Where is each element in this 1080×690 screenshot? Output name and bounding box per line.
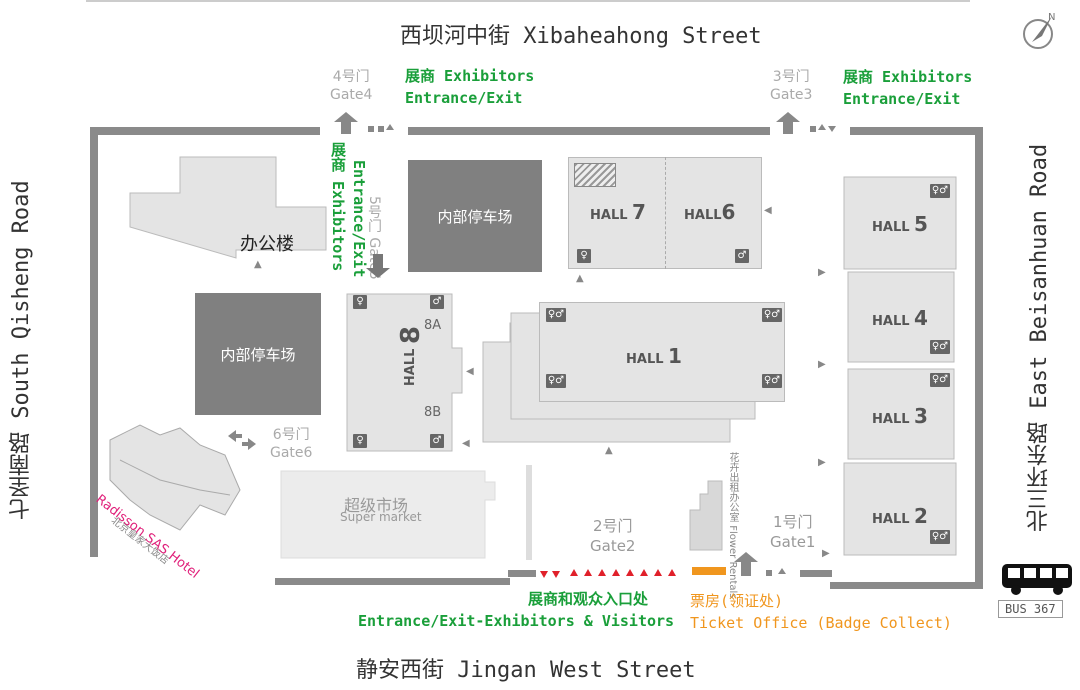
main-entrance-cn-label: 展商和观众入口处 <box>528 590 649 608</box>
hall-8b-label: 8B <box>424 405 442 420</box>
west-street-label: 七圣南路 South Qisheng Road <box>9 180 34 520</box>
restroom-icon: ♀ <box>353 434 367 448</box>
gate6-arrow-icon <box>228 428 256 456</box>
gate2-wall <box>526 465 532 560</box>
flower-rentals-building[interactable] <box>688 480 724 552</box>
main-entrance-en-label: Entrance/Exit-Exhibitors & Visitors <box>358 612 675 630</box>
parking-lot-west[interactable]: 内部停车场 <box>195 293 321 415</box>
hall-2-label[interactable]: HALL 2 <box>872 504 928 528</box>
hall-8-building[interactable] <box>346 293 466 453</box>
perimeter-wall <box>508 570 536 577</box>
arrow-icon: ◀ <box>466 366 474 377</box>
hall-8-label[interactable]: HALL 8 <box>396 326 426 387</box>
hotel-building[interactable] <box>100 420 250 540</box>
restroom-icon: ♀ <box>353 295 367 309</box>
north-street-label: 西坝河中街 Xibaheahong Street <box>400 24 762 49</box>
hall-3-label[interactable]: HALL 3 <box>872 404 928 428</box>
hall-5-label[interactable]: HALL 5 <box>872 212 928 236</box>
perimeter-wall <box>800 570 832 577</box>
arrow-icon: ▲ <box>605 445 613 456</box>
arrow-icon: ▶ <box>818 457 826 468</box>
bus-route-label: BUS 367 <box>998 600 1063 618</box>
ticket-office-en-label: Ticket Office (Badge Collect) <box>690 614 952 632</box>
restroom-icon: ♀♂ <box>546 374 566 388</box>
arrow-icon: ◀ <box>764 205 772 216</box>
perimeter-wall <box>850 127 983 135</box>
arrow-icon: ▶ <box>818 359 826 370</box>
gate1-arrow-icon <box>734 552 794 582</box>
hall-7-label[interactable]: HALL 7 <box>590 200 646 224</box>
gate5-arrow-icon <box>366 254 390 284</box>
arrow-icon: ▶ <box>818 267 826 278</box>
restroom-icon: ♂ <box>735 249 749 263</box>
supermarket-en-label: Super market <box>340 510 422 524</box>
restroom-icon: ♀♂ <box>930 340 950 354</box>
hall-1-building[interactable] <box>539 302 785 402</box>
perimeter-wall <box>975 127 983 589</box>
restroom-icon: ♀ <box>577 249 591 263</box>
hall-1-label[interactable]: HALL 1 <box>626 344 682 368</box>
restroom-icon: ♀♂ <box>762 308 782 322</box>
east-street-label: 北三环东路 East Beisanhuan Road <box>1027 143 1052 532</box>
office-arrow-icon: ▲ <box>254 259 262 270</box>
ticket-office-marker <box>692 567 726 575</box>
restroom-icon: ♀♂ <box>930 184 950 198</box>
restroom-icon: ♂ <box>430 434 444 448</box>
ticket-office-cn-label: 票房(领证处) <box>690 592 784 610</box>
hall-6-label[interactable]: HALL6 <box>684 200 736 224</box>
office-building[interactable] <box>128 155 328 260</box>
arrow-icon: ◀ <box>462 438 470 449</box>
hall-8a-label: 8A <box>424 318 442 333</box>
gate5-entrance-label: Entrance/Exit <box>350 160 368 278</box>
top-edge-line <box>86 0 970 2</box>
arrow-icon: ▲ <box>576 273 584 284</box>
restroom-icon: ♀♂ <box>930 373 950 387</box>
perimeter-wall <box>90 127 98 557</box>
bus-icon <box>1000 562 1074 598</box>
compass-icon: N <box>1018 8 1062 52</box>
entrance-arrows-icon <box>540 566 690 582</box>
perimeter-wall <box>275 578 510 585</box>
parking-lot-north[interactable]: 内部停车场 <box>408 160 542 272</box>
hall-5-building[interactable] <box>843 176 957 270</box>
hatched-area <box>574 163 616 187</box>
hall-divider <box>665 157 666 269</box>
office-building-label: 办公楼 <box>240 234 294 255</box>
svg-text:N: N <box>1048 12 1055 23</box>
perimeter-wall <box>408 127 770 135</box>
gate3-arrow-icon <box>776 112 856 140</box>
perimeter-wall <box>90 127 320 135</box>
arrow-icon: ▶ <box>822 548 830 559</box>
perimeter-wall <box>830 582 983 589</box>
restroom-icon: ♂ <box>430 295 444 309</box>
restroom-icon: ♀♂ <box>546 308 566 322</box>
gate5-exhibitors-label: 展商 Exhibitors <box>329 142 347 272</box>
flower-rentals-label: 花卉出租办公室 Flower Rentals <box>727 452 738 599</box>
restroom-icon: ♀♂ <box>762 374 782 388</box>
hall-4-label[interactable]: HALL 4 <box>872 306 928 330</box>
supermarket-building[interactable] <box>280 470 500 560</box>
supermarket-cn-label: 超级市场 <box>344 496 409 515</box>
south-street-label: 静安西街 Jingan West Street <box>356 658 696 683</box>
gate4-arrow-icon <box>334 112 414 140</box>
restroom-icon: ♀♂ <box>930 530 950 544</box>
